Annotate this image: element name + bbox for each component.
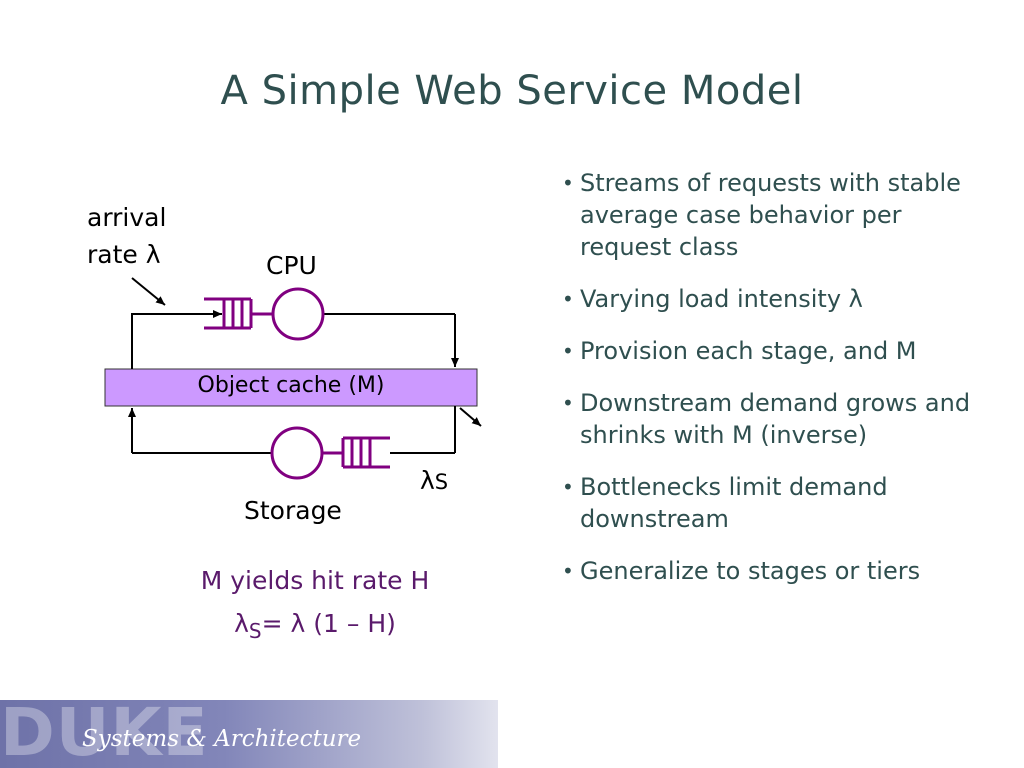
lambda-s-label: λS — [420, 466, 448, 495]
duke-logo-text: DUKE — [0, 700, 209, 768]
bullet-item: Varying load intensity λ — [560, 283, 1000, 315]
formula-hit-rate: M yields hit rate H — [200, 566, 430, 595]
formula-expression: = λ (1 – H) — [261, 609, 396, 638]
cpu-input-line — [131, 310, 222, 369]
arrival-label-line2: rate λ — [87, 240, 161, 269]
lambda-s-pointer-arrow — [459, 407, 482, 427]
footer-subtitle: Systems & Architecture — [82, 726, 362, 752]
lambda-s-subscript: S — [434, 470, 449, 494]
lambda-s-symbol: λ — [420, 466, 435, 495]
web-service-diagram — [104, 277, 482, 480]
formula-subscript: S — [248, 619, 262, 643]
formula-lambda-s: λS= λ (1 – H) — [150, 609, 480, 643]
object-cache-bar — [104, 368, 478, 407]
bullet-item: Provision each stage, and M — [560, 335, 1000, 367]
storage-label: Storage — [244, 496, 342, 525]
formula-lambda-symbol: λ — [234, 609, 249, 638]
storage-queue — [322, 436, 390, 469]
cpu-queue — [204, 297, 272, 330]
bullet-item: Streams of requests with stable average … — [560, 167, 1000, 263]
bullet-item: Bottlenecks limit demand downstream — [560, 471, 1000, 535]
bullet-item: Downstream demand grows and shrinks with… — [560, 387, 1000, 451]
footer-banner: DUKE Systems & Architecture — [0, 700, 498, 768]
object-cache-label: Object cache (M) — [197, 373, 385, 398]
arrival-label-line1: arrival — [87, 203, 167, 232]
slide-title: A Simple Web Service Model — [220, 68, 804, 114]
storage-server-circle — [270, 426, 324, 480]
cpu-server-circle — [271, 287, 325, 341]
bullet-item: Generalize to stages or tiers — [560, 555, 1000, 587]
cpu-label: CPU — [266, 251, 317, 280]
arrival-pointer-arrow — [131, 277, 166, 306]
bullet-list: Streams of requests with stable average … — [560, 167, 1000, 607]
